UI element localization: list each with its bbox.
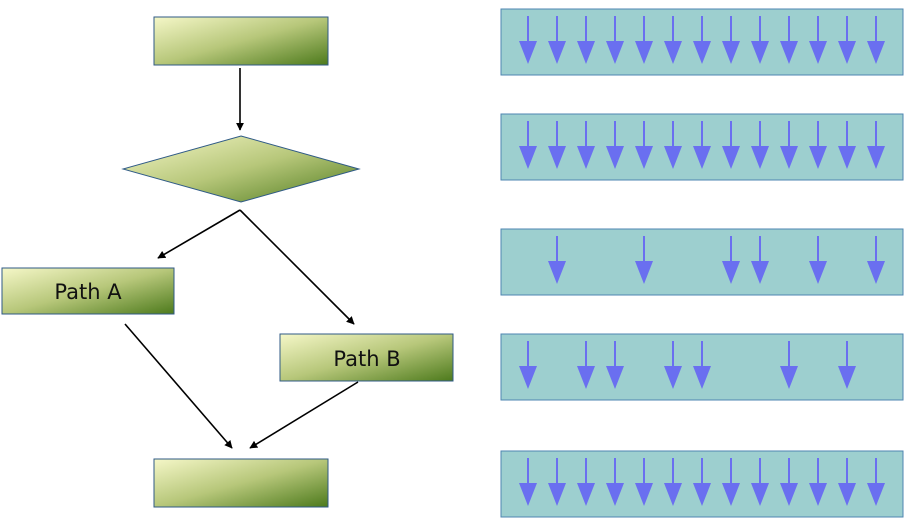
arrow-lane-1 bbox=[500, 8, 904, 76]
down-arrow-icon bbox=[519, 458, 537, 506]
down-arrow-icon bbox=[838, 16, 856, 64]
down-arrow-icon bbox=[867, 458, 885, 506]
down-arrow-icon bbox=[780, 16, 798, 64]
down-arrow-icon bbox=[664, 458, 682, 506]
down-arrow-icon bbox=[548, 16, 566, 64]
arrow-lane-5 bbox=[500, 450, 904, 518]
down-arrow-icon bbox=[838, 341, 856, 389]
down-arrow-icon bbox=[693, 121, 711, 169]
down-arrow-icon bbox=[548, 236, 566, 284]
edge-decision-to-path-b bbox=[239, 209, 355, 325]
flowchart: Path A Path B bbox=[1, 16, 454, 508]
path-b-node: Path B bbox=[279, 333, 454, 382]
down-arrow-icon bbox=[780, 341, 798, 389]
start-node bbox=[153, 16, 329, 66]
down-arrow-icon bbox=[635, 16, 653, 64]
down-arrow-icon bbox=[780, 458, 798, 506]
down-arrow-icon bbox=[664, 16, 682, 64]
flow-edges bbox=[124, 68, 359, 449]
down-arrow-icon bbox=[780, 121, 798, 169]
down-arrow-icon bbox=[519, 16, 537, 64]
down-arrow-icon bbox=[548, 121, 566, 169]
down-arrow-icon bbox=[606, 458, 624, 506]
edge-path-b-to-end bbox=[249, 381, 359, 449]
down-arrow-icon bbox=[751, 458, 769, 506]
down-arrow-icon bbox=[577, 458, 595, 506]
arrow-lanes bbox=[500, 8, 904, 518]
down-arrow-icon bbox=[519, 341, 537, 389]
down-arrow-icon bbox=[693, 341, 711, 389]
arrow-lane-2 bbox=[500, 113, 904, 181]
path-b-label: Path B bbox=[333, 347, 400, 371]
down-arrow-icon bbox=[577, 341, 595, 389]
down-arrow-icon bbox=[664, 341, 682, 389]
lane-background bbox=[500, 228, 904, 296]
down-arrow-icon bbox=[722, 16, 740, 64]
down-arrow-icon bbox=[838, 121, 856, 169]
edge-decision-to-path-a bbox=[157, 209, 241, 259]
down-arrow-icon bbox=[751, 121, 769, 169]
down-arrow-icon bbox=[809, 16, 827, 64]
down-arrow-icon bbox=[664, 121, 682, 169]
down-arrow-icon bbox=[722, 458, 740, 506]
down-arrow-icon bbox=[519, 121, 537, 169]
down-arrow-icon bbox=[693, 458, 711, 506]
down-arrow-icon bbox=[809, 121, 827, 169]
down-arrow-icon bbox=[867, 16, 885, 64]
down-arrow-icon bbox=[751, 16, 769, 64]
down-arrow-icon bbox=[577, 121, 595, 169]
arrow-lane-4 bbox=[500, 333, 904, 401]
down-arrow-icon bbox=[693, 16, 711, 64]
down-arrow-icon bbox=[867, 236, 885, 284]
path-a-node: Path A bbox=[1, 267, 175, 315]
down-arrow-icon bbox=[722, 121, 740, 169]
down-arrow-icon bbox=[606, 341, 624, 389]
down-arrow-icon bbox=[635, 236, 653, 284]
down-arrow-icon bbox=[577, 16, 595, 64]
down-arrow-icon bbox=[838, 458, 856, 506]
down-arrow-icon bbox=[606, 16, 624, 64]
down-arrow-icon bbox=[809, 236, 827, 284]
down-arrow-icon bbox=[606, 121, 624, 169]
down-arrow-icon bbox=[751, 236, 769, 284]
down-arrow-icon bbox=[809, 458, 827, 506]
down-arrow-icon bbox=[548, 458, 566, 506]
end-node bbox=[153, 458, 329, 508]
down-arrow-icon bbox=[722, 236, 740, 284]
down-arrow-icon bbox=[635, 121, 653, 169]
down-arrow-icon bbox=[867, 121, 885, 169]
down-arrow-icon bbox=[635, 458, 653, 506]
path-a-label: Path A bbox=[54, 280, 122, 304]
decision-node bbox=[121, 135, 361, 203]
edge-path-a-to-end bbox=[124, 323, 233, 449]
arrow-lane-3 bbox=[500, 228, 904, 296]
